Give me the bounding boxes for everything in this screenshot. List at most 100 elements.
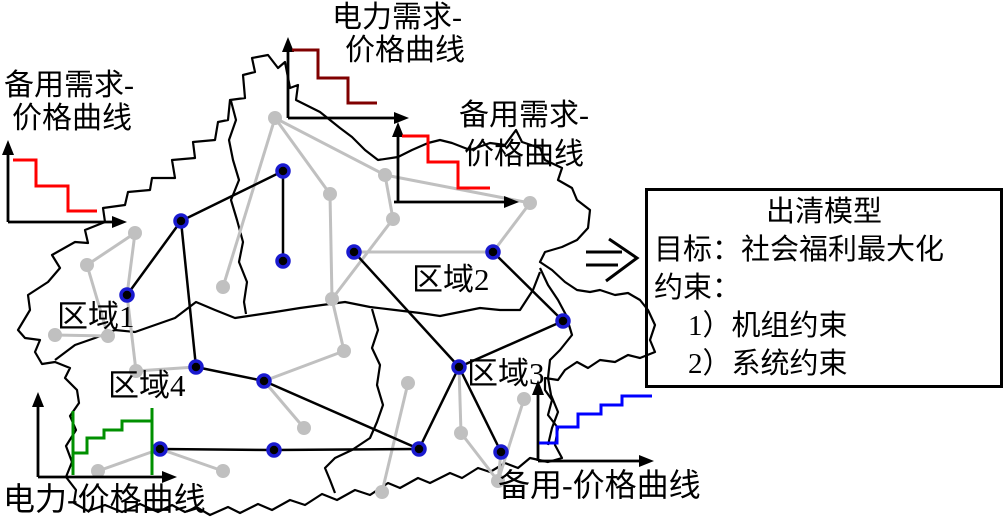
top-center-chart-axes (282, 37, 409, 124)
bottom_left-curve (73, 419, 152, 455)
gray-edge (135, 365, 197, 373)
implies-arrow-icon (586, 237, 640, 283)
gray-node (523, 196, 537, 210)
gray-node (80, 258, 94, 272)
blue-node (346, 244, 362, 260)
gray-node (337, 344, 351, 358)
gray-edge (330, 298, 346, 352)
price-curves (13, 48, 652, 475)
gray-edge (97, 447, 161, 473)
blue-node (188, 359, 204, 375)
top-center-chart-label-line1: 电力需求- (332, 1, 462, 34)
gray-node (129, 364, 143, 378)
region-4-label: 区域4 (108, 368, 186, 403)
bottom-right-chart-axes (532, 380, 654, 467)
right-arrow-icon (112, 216, 127, 228)
gray-edge (273, 117, 332, 195)
blue-node (275, 163, 291, 179)
gray-edge (125, 232, 137, 296)
blue-node (256, 373, 272, 389)
up-arrow-icon (32, 392, 44, 407)
top_center-curve (292, 48, 377, 105)
black-edge (263, 379, 420, 451)
right-arrow-icon (394, 112, 409, 124)
top-right-chart-label-line2: 价格曲线 (464, 138, 584, 171)
up-arrow-icon (2, 140, 14, 155)
map-outline (16, 53, 657, 517)
region-border-horizontal (54, 271, 542, 361)
blue-node (555, 313, 571, 329)
blue-node (411, 441, 427, 457)
gray-node (216, 464, 230, 478)
gray-node (491, 474, 505, 488)
gray-network-nodes (48, 111, 537, 499)
gray-node (128, 226, 142, 240)
top-left-chart-label-line1: 备用需求- (4, 69, 134, 102)
region-3-label: 区域3 (467, 356, 545, 391)
right-arrow-icon (162, 471, 177, 483)
gray-edge (496, 398, 526, 482)
map-outer-border (16, 53, 657, 517)
bottom_right-curve (539, 394, 652, 445)
gray-node (454, 426, 468, 440)
gray-edge (457, 366, 463, 434)
gray-edge (491, 202, 532, 253)
top-left-chart-axes (2, 140, 127, 228)
blue-node (173, 213, 189, 229)
gray-node (268, 111, 282, 125)
blue-node (451, 359, 467, 375)
gray-edge (263, 349, 345, 383)
blue-node (493, 444, 509, 460)
top-center-chart-label-line2: 价格曲线 (345, 34, 465, 67)
gray-edge (125, 294, 138, 372)
gray-node (375, 485, 389, 499)
up-arrow-icon (392, 122, 404, 137)
region-2-label: 区域2 (412, 262, 490, 297)
gray-edge (54, 333, 109, 338)
gray-edge (383, 174, 395, 220)
blue-node (266, 442, 282, 458)
chart-axes (2, 37, 654, 483)
gray-edge (262, 380, 306, 429)
gray-node (517, 392, 531, 406)
gray-edge (221, 117, 277, 288)
transmission-edges (125, 169, 564, 453)
gray-node (325, 292, 339, 306)
right-arrow-icon (639, 455, 654, 467)
black-edge (195, 365, 265, 383)
up-arrow-icon (532, 380, 544, 395)
region-border-north (227, 100, 249, 315)
gray-node (216, 280, 230, 294)
gray-node (323, 187, 337, 201)
black-edge (417, 366, 461, 450)
bus-nodes (119, 163, 571, 460)
top-left-chart-label-line2: 价格曲线 (12, 102, 132, 135)
black-edge (492, 251, 564, 322)
gray-node (378, 168, 392, 182)
black-edge (273, 447, 420, 452)
gray-edge (159, 447, 224, 473)
blue-node (152, 441, 168, 457)
bottom-left-chart-axes (32, 392, 177, 483)
black-edge (353, 251, 460, 368)
clearing-model-constraint-2: 2）系统约束 (688, 348, 848, 380)
top_right-curve (402, 134, 490, 190)
clearing-model-box: 出清模型 目标：社会福利最大化 约束： 1）机组约束 2）系统约束 (645, 188, 1003, 388)
blue-node (119, 287, 135, 303)
gray-edge (85, 264, 110, 337)
gray-node (386, 212, 400, 226)
clearing-model-objective: 目标：社会福利最大化 (654, 234, 945, 266)
black-edge (159, 447, 275, 452)
gray-node (91, 464, 105, 478)
clearing-model-constraints-label: 约束： (654, 272, 742, 304)
top-right-chart-axes (392, 122, 519, 208)
gray-edge (330, 218, 395, 300)
black-edge (180, 169, 284, 223)
black-edge (458, 319, 564, 369)
clearing-model-constraint-1: 1）机组约束 (688, 310, 848, 342)
clearing-model-title: 出清模型 (765, 196, 882, 228)
black-edge (457, 366, 503, 453)
top-right-chart-label-line1: 备用需求- (459, 99, 589, 132)
blue-node (275, 253, 291, 269)
